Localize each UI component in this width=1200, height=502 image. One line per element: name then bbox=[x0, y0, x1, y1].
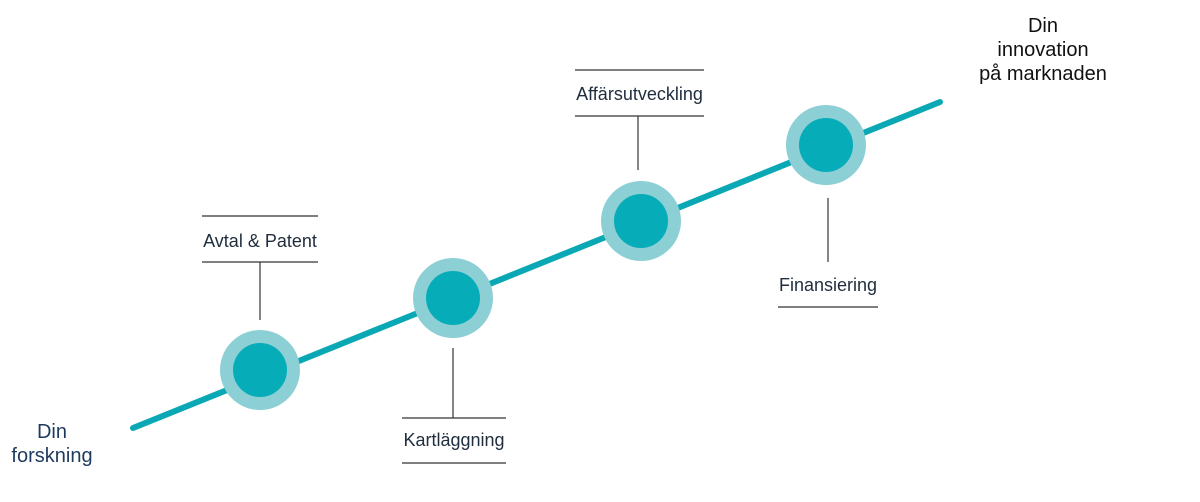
milestone-label-finans: Finansiering bbox=[778, 275, 878, 295]
node-avtal bbox=[220, 330, 300, 410]
end-label-line-2: innovation bbox=[997, 39, 1089, 61]
milestone-label-avtal: Avtal & Patent bbox=[203, 231, 317, 251]
start-label: Din forskning bbox=[0, 420, 104, 468]
end-label-line-3: på marknaden bbox=[979, 63, 1107, 85]
node-kartlaggning bbox=[413, 258, 493, 338]
node-finans bbox=[786, 105, 866, 185]
start-label-line-1: Din bbox=[36, 421, 67, 443]
end-label: Din innovation på marknaden bbox=[964, 14, 1122, 86]
end-label-line-1: Din bbox=[1027, 15, 1058, 37]
start-label-line-2: forskning bbox=[11, 445, 93, 467]
node-affar bbox=[601, 181, 681, 261]
milestone-label-affar: Affärsutveckling bbox=[576, 84, 703, 104]
milestone-label-kartlaggning: Kartläggning bbox=[403, 430, 505, 450]
